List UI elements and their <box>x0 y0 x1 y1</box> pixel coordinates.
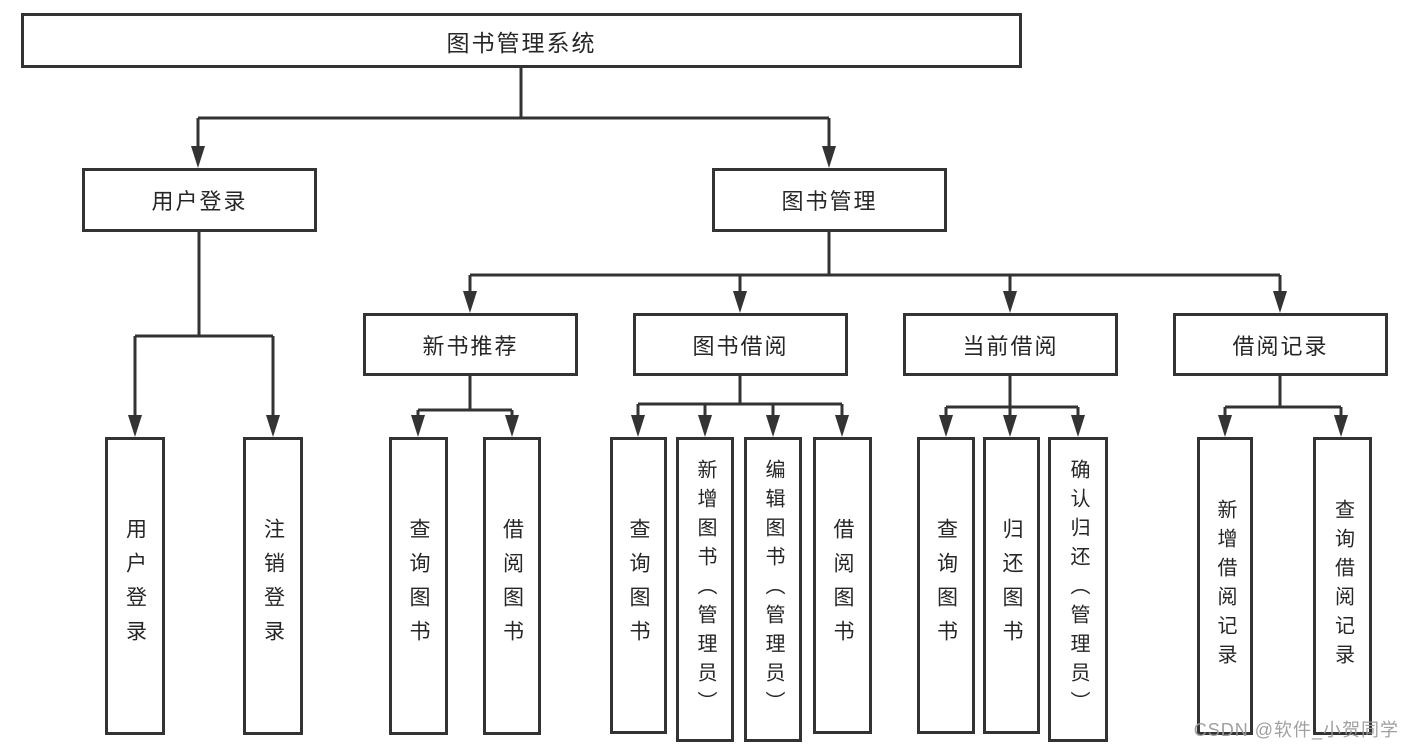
node-edit-books-admin: 编辑图书（管理员） <box>744 437 802 742</box>
node-return-books: 归还图书 <box>983 437 1040 734</box>
csdn-watermark: CSDN @软件_小贺同学 <box>1193 720 1399 740</box>
node-book-borrowing: 图书借阅 <box>633 313 848 376</box>
node-query-books-recommend: 查询图书 <box>389 437 448 735</box>
node-borrow-books-action: 借阅图书 <box>813 437 872 734</box>
node-add-books-admin: 新增图书（管理员） <box>676 437 734 742</box>
node-borrow-books-recommend: 借阅图书 <box>483 437 541 735</box>
node-library-system: 图书管理系统 <box>21 13 1022 68</box>
node-borrowing-records: 借阅记录 <box>1173 313 1388 376</box>
node-new-book-recommend: 新书推荐 <box>363 313 578 376</box>
node-query-books-borrowing: 查询图书 <box>610 437 667 734</box>
node-user-login-action: 用户登录 <box>105 437 165 735</box>
node-logout-action: 注销登录 <box>243 437 303 735</box>
node-query-borrow-record: 查询借阅记录 <box>1313 437 1372 735</box>
node-user-login: 用户登录 <box>82 168 317 232</box>
node-confirm-return-admin: 确认归还（管理员） <box>1048 437 1108 742</box>
node-add-borrow-record: 新增借阅记录 <box>1197 437 1253 735</box>
node-query-books-current: 查询图书 <box>917 437 975 734</box>
node-current-borrowing: 当前借阅 <box>903 313 1118 376</box>
node-book-management: 图书管理 <box>712 168 947 232</box>
